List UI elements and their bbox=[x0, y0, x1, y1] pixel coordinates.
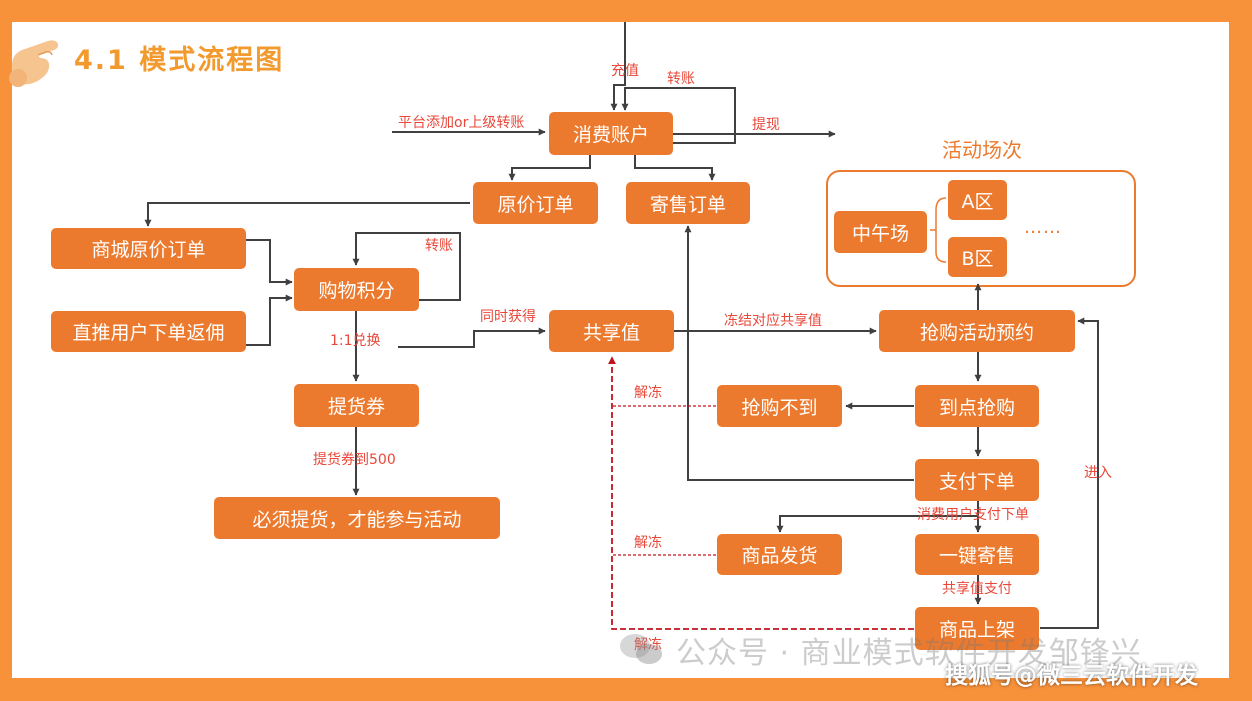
label-transfer-top: 转账 bbox=[667, 71, 695, 87]
edge-to-original-order bbox=[508, 155, 591, 181]
label-platform-add: 平台添加or上级转账 bbox=[398, 115, 525, 131]
flash-reserve-node: 抢购活动预约 bbox=[879, 310, 1075, 352]
goods-listing-node: 商品上架 bbox=[915, 607, 1039, 650]
label-exchange: 1:1兑换 bbox=[330, 333, 381, 349]
label-unfreeze-1: 解冻 bbox=[634, 385, 662, 401]
label-unfreeze-3: 解冻 bbox=[634, 637, 662, 653]
edge-unfreeze-from-listing bbox=[608, 356, 914, 630]
flash-fail-node: 抢购不到 bbox=[717, 385, 842, 427]
edge-mall-to-points bbox=[246, 239, 293, 286]
edge-pay-to-consign-order bbox=[684, 225, 914, 481]
page-title: 4.1 模式流程图 bbox=[74, 45, 285, 76]
original-order-node: 原价订单 bbox=[473, 182, 598, 224]
label-unfreeze-2: 解冻 bbox=[634, 535, 662, 551]
more-zones-ellipsis: …… bbox=[1024, 217, 1062, 238]
activity-session-title: 活动场次 bbox=[942, 138, 1022, 162]
pickup-voucher-node: 提货券 bbox=[294, 384, 419, 427]
must-pickup-node: 必须提货，才能参与活动 bbox=[214, 497, 500, 539]
edge-rebate-to-points bbox=[246, 294, 293, 346]
on-time-flash-node: 到点抢购 bbox=[915, 385, 1039, 427]
one-click-consign-node: 一键寄售 bbox=[915, 534, 1039, 575]
edge-original-to-mall bbox=[144, 202, 470, 227]
noon-session-node: 中午场 bbox=[834, 211, 927, 253]
label-consumer-pay: 消费用户支付下单 bbox=[917, 507, 1029, 523]
edge-transfer-loop bbox=[621, 87, 736, 144]
edge-to-consign-order bbox=[634, 155, 716, 181]
edge-points-transfer-loop bbox=[352, 232, 461, 301]
bracket-noon-to-zones bbox=[930, 197, 947, 263]
label-freeze: 冻结对应共享值 bbox=[724, 313, 822, 329]
edge-recharge bbox=[610, 22, 626, 111]
consume-account-node: 消费账户 bbox=[549, 112, 673, 155]
label-withdraw: 提现 bbox=[752, 117, 780, 133]
consign-order-node: 寄售订单 bbox=[626, 182, 750, 224]
pointing-hand-icon bbox=[9, 40, 59, 87]
direct-rebate-node: 直推用户下单返佣 bbox=[51, 311, 246, 352]
edge-exchange-to-share bbox=[398, 327, 546, 348]
label-enter: 进入 bbox=[1084, 465, 1112, 481]
sohu-watermark: 搜狐号@微三云软件开发 bbox=[945, 663, 1198, 689]
edge-pay-to-ship bbox=[776, 501, 979, 533]
mall-original-order-node: 商城原价订单 bbox=[51, 228, 246, 269]
label-simultaneous-gain: 同时获得 bbox=[480, 309, 536, 325]
wechat-watermark: 公众号 · 商业模式软件开发邹锋兴 bbox=[676, 636, 1142, 671]
shopping-points-node: 购物积分 bbox=[294, 268, 419, 311]
zone-a-node: A区 bbox=[948, 180, 1007, 220]
pay-order-node: 支付下单 bbox=[915, 459, 1039, 501]
label-recharge: 充值 bbox=[611, 63, 639, 79]
wechat-icon bbox=[620, 634, 662, 664]
edge-listing-enter-reserve bbox=[1040, 317, 1099, 629]
label-share-pay: 共享值支付 bbox=[942, 581, 1012, 597]
label-voucher-500: 提货券到500 bbox=[313, 452, 396, 468]
ship-goods-node: 商品发货 bbox=[717, 534, 842, 575]
share-value-node: 共享值 bbox=[549, 310, 674, 352]
label-transfer-points: 转账 bbox=[425, 238, 453, 254]
zone-b-node: B区 bbox=[948, 237, 1007, 277]
